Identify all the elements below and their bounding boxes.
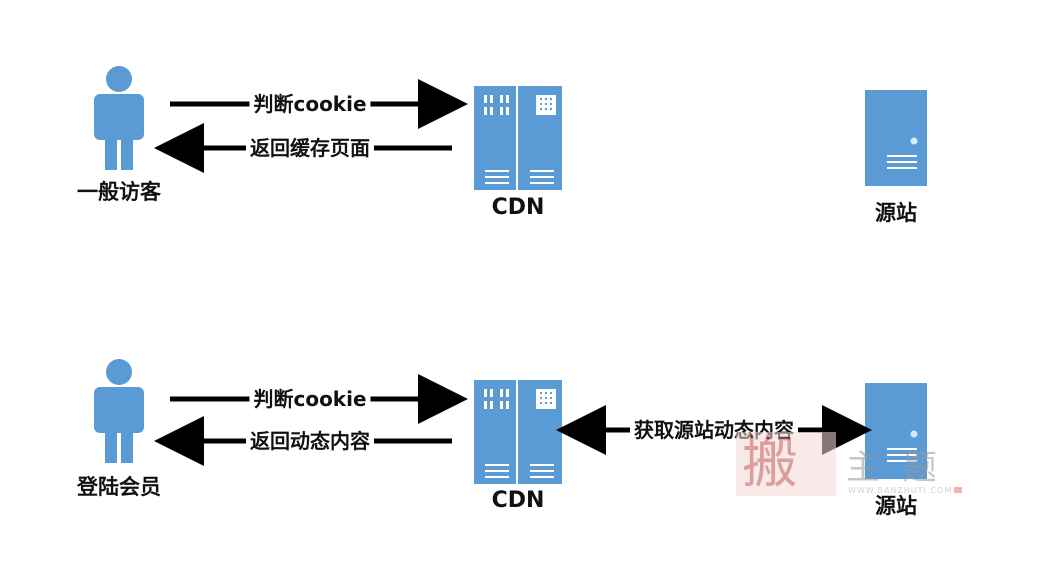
watermark-url: WWW.BANZHUTI.COM xyxy=(848,486,953,495)
bottom-response-label: 返回动态内容 xyxy=(246,429,374,453)
bottom-cdn-server-icon xyxy=(474,380,562,484)
bottom-origin-label: 源站 xyxy=(875,494,917,518)
top-visitor-label: 一般访客 xyxy=(77,180,161,204)
bottom-member-person-icon xyxy=(94,359,144,463)
top-origin-label: 源站 xyxy=(875,201,917,225)
watermark-logo: 搬 主 题 WWW.BANZHUTI.COM xyxy=(736,432,966,502)
watermark-glyph: 搬 xyxy=(742,431,798,496)
top-cdn-server-icon xyxy=(474,86,562,190)
watermark-text: 主 题 xyxy=(846,448,943,488)
top-visitor-person-icon xyxy=(94,66,144,170)
top-origin-server-icon xyxy=(865,90,927,186)
bottom-member-label: 登陆会员 xyxy=(77,475,161,499)
bottom-cdn-label: CDN xyxy=(491,488,545,513)
bottom-request-label: 判断cookie xyxy=(249,387,371,411)
bottom-origin-server-icon xyxy=(865,383,927,479)
top-cdn-label: CDN xyxy=(491,195,545,220)
top-response-label: 返回缓存页面 xyxy=(246,136,374,160)
top-request-label: 判断cookie xyxy=(249,92,371,116)
